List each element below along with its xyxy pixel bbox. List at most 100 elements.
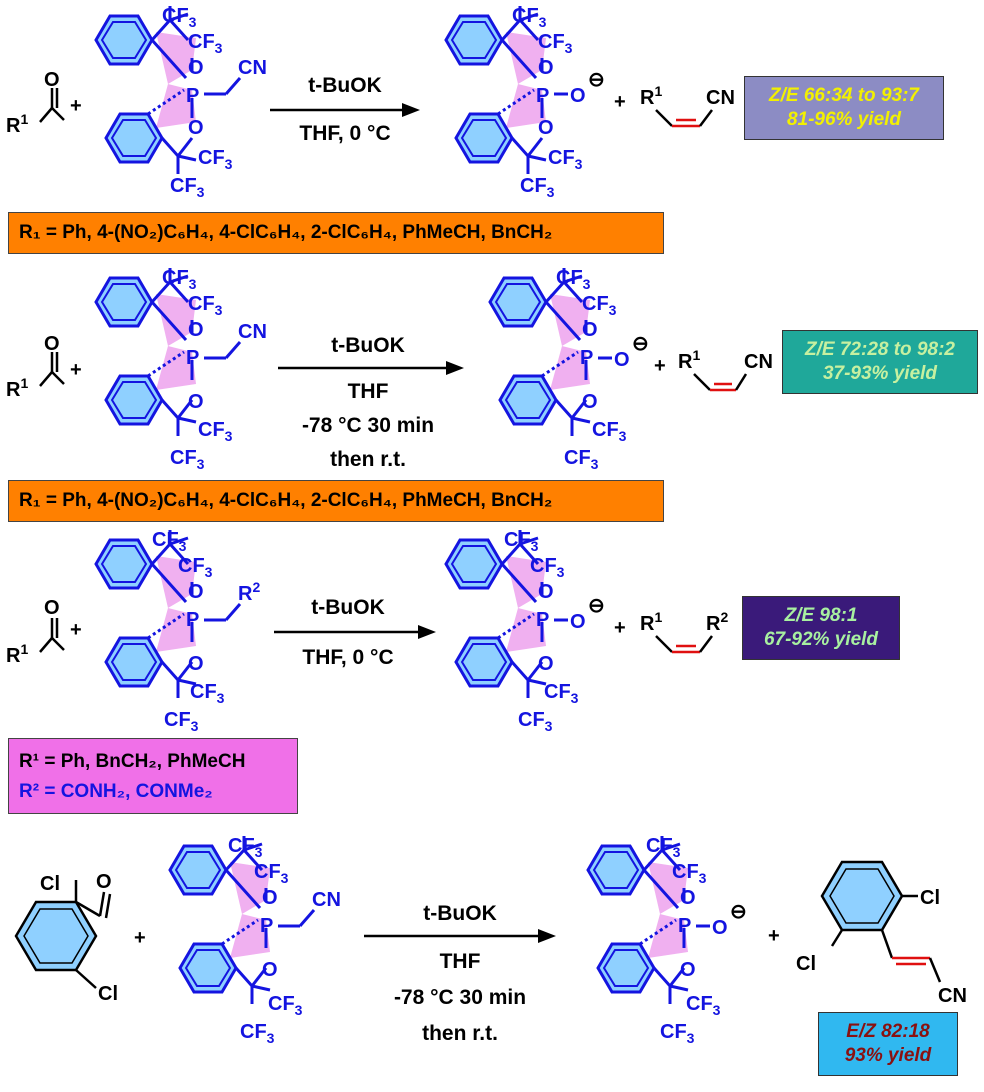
nitrile-label: CN <box>938 985 967 1007</box>
plus-sign: + <box>70 359 82 381</box>
phosphorane-oxide-product-1 <box>444 4 548 176</box>
dichlorocinnamonitrile-product: Cl Cl CN <box>796 860 967 1007</box>
oxygen-label: O <box>680 887 696 909</box>
r1-label: R1 <box>6 111 28 137</box>
substituent-list: R₁ = Ph, 4-(NO₂)C₆H₄, 4-ClC₆H₄, 2-ClC₆H₄… <box>19 222 553 243</box>
r1-substituent-list: R¹ = Ph, BnCH₂, PhMeCH <box>19 751 246 772</box>
result-box-1: Z/E 66:34 to 93:7 81-96% yield <box>744 76 944 140</box>
plus-sign: + <box>768 925 780 947</box>
alkene-product-2: R1 CN <box>678 347 773 392</box>
workup-label: then r.t. <box>422 1022 498 1045</box>
cf3-label: CF3 <box>162 267 197 292</box>
oxygen-label: O <box>570 611 586 633</box>
solvent-label: THF <box>348 380 389 403</box>
yield-label: 37-93% yield <box>822 363 938 384</box>
cf3-label: CF3 <box>170 447 205 472</box>
r1-label: R1 <box>640 609 662 635</box>
phosphorus-label: P <box>186 85 199 107</box>
temperature-label: -78 °C 30 min <box>302 414 434 437</box>
plus-sign: + <box>70 619 82 641</box>
cf3-label: CF3 <box>544 681 579 706</box>
oxygen-label: O <box>582 319 598 341</box>
selectivity-label: E/Z 82:18 <box>846 1021 930 1042</box>
carbonyl-oxygen: O <box>44 597 60 619</box>
cf3-label: CF3 <box>518 709 553 734</box>
result-box-3: Z/E 98:1 67-92% yield <box>742 596 900 660</box>
oxygen-label: O <box>614 349 630 371</box>
cf3-label: CF3 <box>190 681 225 706</box>
cf3-label: CF3 <box>170 175 205 200</box>
cf3-label: CF3 <box>548 147 583 172</box>
r1-label: R1 <box>678 347 700 373</box>
reagent-label: t-BuOK <box>331 334 404 357</box>
chlorine-label: Cl <box>40 873 60 895</box>
phosphorus-label: P <box>580 347 593 369</box>
oxygen-label: O <box>188 117 204 139</box>
alkene-product-3: R1 R2 <box>640 609 728 654</box>
reaction-3: O R1 + P O O CF3 CF3 CF3 CF3 R2 t-BuOK T… <box>6 528 728 734</box>
cf3-label: CF3 <box>254 861 289 886</box>
nitrile-label: CN <box>238 57 267 79</box>
oxygen-label: O <box>188 581 204 603</box>
chlorine-label: Cl <box>98 983 118 1005</box>
result-box-2: Z/E 72:28 to 98:2 37-93% yield <box>782 330 978 394</box>
plus-sign: + <box>70 95 82 117</box>
plus-sign: + <box>614 91 626 113</box>
cf3-label: CF3 <box>228 835 263 860</box>
oxygen-label: O <box>188 653 204 675</box>
oxygen-label: O <box>582 391 598 413</box>
selectivity-label: Z/E 72:28 to 98:2 <box>805 339 955 360</box>
cf3-label: CF3 <box>646 835 681 860</box>
oxygen-label: O <box>538 117 554 139</box>
carbonyl-oxygen: O <box>44 69 60 91</box>
cf3-label: CF3 <box>556 267 591 292</box>
cf3-label: CF3 <box>504 529 539 554</box>
phosphorus-label: P <box>260 915 273 937</box>
alkene-product-1: R1 CN <box>640 83 735 128</box>
substituent-box-3: R¹ = Ph, BnCH₂, PhMeCH R² = CONH₂, CONMe… <box>8 738 298 814</box>
nitrile-label: CN <box>706 87 735 109</box>
r2-label: R2 <box>238 579 260 605</box>
plus-sign: + <box>134 927 146 949</box>
cf3-label: CF3 <box>188 293 223 318</box>
cf3-label: CF3 <box>672 861 707 886</box>
oxygen-label: O <box>712 917 728 939</box>
phosphorus-label: P <box>536 85 549 107</box>
cf3-label: CF3 <box>268 993 303 1018</box>
oxygen-label: O <box>538 653 554 675</box>
phosphorus-label: P <box>536 609 549 631</box>
cf3-label: CF3 <box>152 529 187 554</box>
selectivity-label: Z/E 66:34 to 93:7 <box>769 85 919 106</box>
yield-label: 67-92% yield <box>763 629 879 650</box>
r1-label: R1 <box>6 375 28 401</box>
aldehyde-1: O R1 <box>6 69 65 137</box>
dichlorobenzaldehyde: O Cl Cl <box>14 871 118 1005</box>
negative-charge: ⊖ <box>730 901 747 923</box>
reagent-label: t-BuOK <box>308 74 381 97</box>
oxygen-label: O <box>188 391 204 413</box>
selectivity-label: Z/E 98:1 <box>784 605 858 626</box>
solvent-temperature-label: THF, 0 °C <box>299 122 390 145</box>
cf3-label: CF3 <box>178 555 213 580</box>
oxygen-label: O <box>188 319 204 341</box>
cf3-label: CF3 <box>512 5 547 30</box>
cf3-label: CF3 <box>660 1021 695 1046</box>
cf3-label: CF3 <box>582 293 617 318</box>
substituent-box-1: R₁ = Ph, 4-(NO₂)C₆H₄, 4-ClC₆H₄, 2-ClC₆H₄… <box>8 212 664 254</box>
solvent-temperature-label: THF, 0 °C <box>302 646 393 669</box>
phosphorus-label: P <box>678 915 691 937</box>
phosphorus-label: P <box>186 347 199 369</box>
r2-label: R2 <box>706 609 728 635</box>
cf3-label: CF3 <box>530 555 565 580</box>
oxygen-label: O <box>570 85 586 107</box>
oxygen-label: O <box>262 887 278 909</box>
reaction-4: O Cl Cl + P O O CF3 CF3 CF3 CF3 CN t-BuO… <box>14 834 967 1046</box>
substituent-box-2: R₁ = Ph, 4-(NO₂)C₆H₄, 4-ClC₆H₄, 2-ClC₆H₄… <box>8 480 664 522</box>
carbonyl-oxygen: O <box>96 871 112 893</box>
cf3-label: CF3 <box>198 147 233 172</box>
phosphorus-label: P <box>186 609 199 631</box>
cf3-label: CF3 <box>188 31 223 56</box>
cf3-label: CF3 <box>162 5 197 30</box>
phosphorane-reagent-2 <box>94 266 198 438</box>
